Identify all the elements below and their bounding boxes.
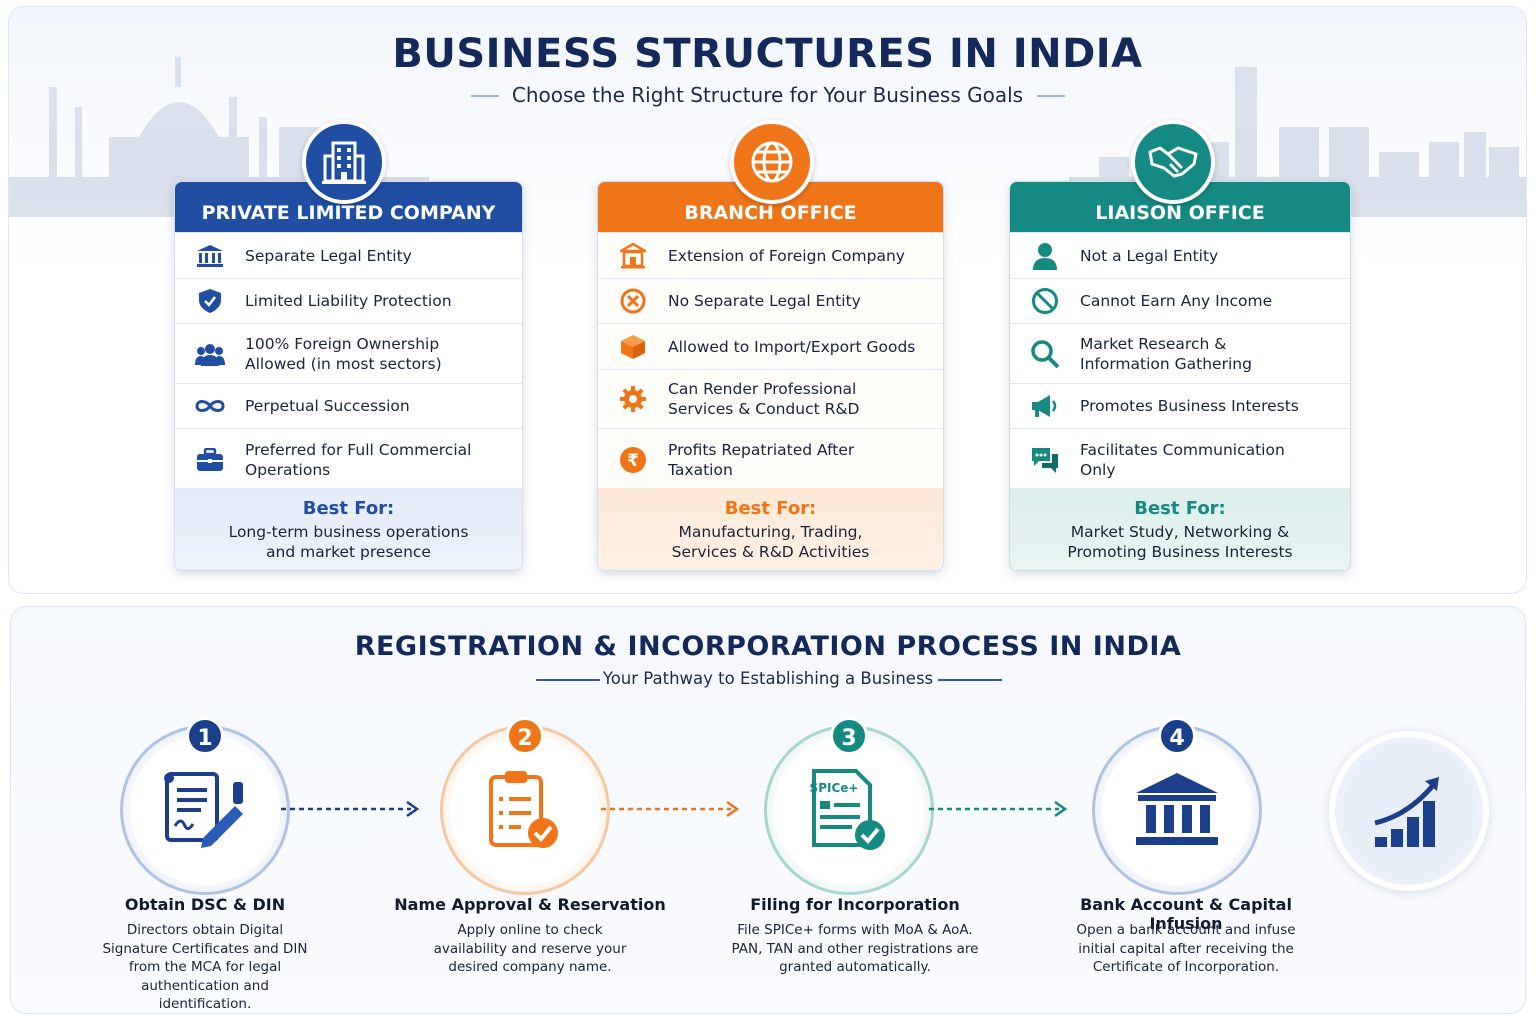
feature-text: Limited Liability Protection — [245, 292, 452, 310]
spice-form-icon: SPICe+ — [774, 735, 924, 885]
feature-text: Can Render Professional Services & Condu… — [668, 380, 860, 418]
feature-text: No Separate Legal Entity — [668, 292, 861, 310]
clipboard-check-icon — [450, 735, 600, 885]
step-title: Bank Account & Capital Infusion — [1080, 895, 1292, 933]
liaison-office-card: LIAISON OFFICE Not a Legal Entity Cannot… — [1009, 181, 1351, 571]
step-description: Directors obtain Digital Signature Certi… — [102, 922, 308, 1012]
x-circle-icon — [598, 287, 668, 315]
svg-text:₹: ₹ — [627, 451, 639, 471]
megaphone-icon — [1010, 393, 1080, 419]
registration-process-panel: REGISTRATION & INCORPORATION PROCESS IN … — [10, 606, 1526, 1014]
page-title: BUSINESS STRUCTURES IN INDIA — [392, 31, 1143, 77]
feature-row: Can Render Professional Services & Condu… — [598, 369, 943, 428]
feature-row: Facilitates Communication Only — [1010, 428, 1350, 490]
best-for-label: Best For: — [1134, 498, 1226, 519]
feature-text: Promotes Business Interests — [1080, 397, 1299, 415]
card-title: LIAISON OFFICE — [1010, 182, 1350, 232]
office-building-icon — [302, 120, 386, 204]
feature-text: Separate Legal Entity — [245, 246, 412, 265]
growth-chart-icon — [1329, 731, 1489, 891]
gear-icon — [598, 385, 668, 413]
rupee-icon: ₹ — [598, 446, 668, 474]
process-subtitle: Your Pathway to Establishing a Business — [602, 669, 934, 688]
feature-text: Facilitates Communication Only — [1080, 440, 1285, 479]
feature-text: Allowed to Import/Export Goods — [668, 337, 916, 356]
ban-icon — [1010, 287, 1080, 315]
feature-row: Perpetual Succession — [175, 383, 522, 428]
feature-row: 100% Foreign Ownership Allowed (in most … — [175, 323, 522, 383]
private-limited-company-card: PRIVATE LIMITED COMPANY Separate Legal E… — [174, 181, 523, 571]
subtitle-rule-left — [471, 95, 499, 97]
feature-text: Cannot Earn Any Income — [1080, 292, 1273, 310]
bank-icon — [175, 244, 245, 268]
person-icon — [1010, 242, 1080, 270]
infinity-icon — [175, 398, 245, 414]
process-title: REGISTRATION & INCORPORATION PROCESS IN … — [354, 631, 1182, 662]
subtitle-rule-right — [1037, 95, 1065, 97]
form-label: SPICe+ — [810, 781, 859, 795]
bank-icon — [1102, 735, 1252, 885]
building-icon — [598, 242, 668, 269]
branch-office-card: BRANCH OFFICE Extension of Foreign Compa… — [597, 181, 944, 571]
globe-icon — [730, 120, 814, 204]
shield-icon — [175, 288, 245, 314]
best-for-box: Best For: Manufacturing, Trading, Servic… — [598, 488, 943, 570]
feature-text: Extension of Foreign Company — [668, 246, 905, 265]
step-4-number: 4 — [1158, 717, 1196, 755]
feature-row: No Separate Legal Entity — [598, 278, 943, 323]
feature-row: Promotes Business Interests — [1010, 383, 1350, 428]
feature-text: Not a Legal Entity — [1080, 246, 1219, 265]
feature-text: Perpetual Succession — [245, 397, 410, 415]
step-1-number: 1 — [186, 717, 224, 755]
step-3-number: 3 — [830, 717, 868, 755]
feature-text: 100% Foreign Ownership Allowed (in most … — [245, 334, 442, 373]
best-for-box: Best For: Market Study, Networking & Pro… — [1010, 488, 1350, 570]
best-for-box: Best For: Long-term business operations … — [175, 488, 522, 570]
step-3-circle: SPICe+ — [764, 725, 934, 895]
step-2-number: 2 — [506, 717, 544, 755]
magnifier-icon — [1010, 339, 1080, 369]
step-2-circle — [440, 725, 610, 895]
box-icon — [598, 333, 668, 361]
subtitle-rule-right — [938, 679, 1002, 681]
feature-row: Cannot Earn Any Income — [1010, 278, 1350, 323]
people-icon — [175, 342, 245, 366]
step-title: Filing for Incorporation — [750, 895, 960, 914]
subtitle-rule-left — [536, 679, 600, 681]
step-description: Apply online to check availability and r… — [433, 922, 627, 975]
feature-row: Separate Legal Entity — [175, 232, 522, 278]
best-for-text: Long-term business operations and market… — [228, 523, 469, 561]
best-for-text: Manufacturing, Trading, Services & R&D A… — [671, 523, 870, 561]
signed-document-icon — [130, 735, 280, 885]
feature-row: Allowed to Import/Export Goods — [598, 323, 943, 369]
feature-text: Market Research & Information Gathering — [1080, 334, 1252, 373]
step-arrow — [601, 800, 740, 818]
step-title: Name Approval & Reservation — [394, 895, 666, 914]
step-arrow — [281, 800, 420, 818]
briefcase-icon — [175, 447, 245, 472]
best-for-label: Best For: — [302, 498, 395, 519]
feature-row: ₹ Profits Repatriated After Taxation — [598, 428, 943, 490]
page-subtitle: Choose the Right Structure for Your Busi… — [511, 83, 1024, 107]
feature-row: Preferred for Full Commercial Operations — [175, 428, 522, 490]
chat-icon — [1010, 446, 1080, 474]
best-for-text: Market Study, Networking & Promoting Bus… — [1067, 523, 1293, 561]
step-description: Open a bank account and infuse initial c… — [1076, 922, 1296, 975]
feature-row: Not a Legal Entity — [1010, 232, 1350, 278]
step-1-circle — [120, 725, 290, 895]
handshake-icon — [1131, 120, 1215, 204]
step-description: File SPICe+ forms with MoA & AoA. PAN, T… — [731, 922, 979, 975]
best-for-label: Best For: — [724, 498, 817, 519]
feature-row: Extension of Foreign Company — [598, 232, 943, 278]
feature-text: Preferred for Full Commercial Operations — [245, 440, 472, 479]
feature-text: Profits Repatriated After Taxation — [668, 440, 855, 479]
step-arrow — [929, 800, 1068, 818]
feature-row: Limited Liability Protection — [175, 278, 522, 323]
step-title: Obtain DSC & DIN — [124, 895, 286, 914]
feature-row: Market Research & Information Gathering — [1010, 323, 1350, 383]
